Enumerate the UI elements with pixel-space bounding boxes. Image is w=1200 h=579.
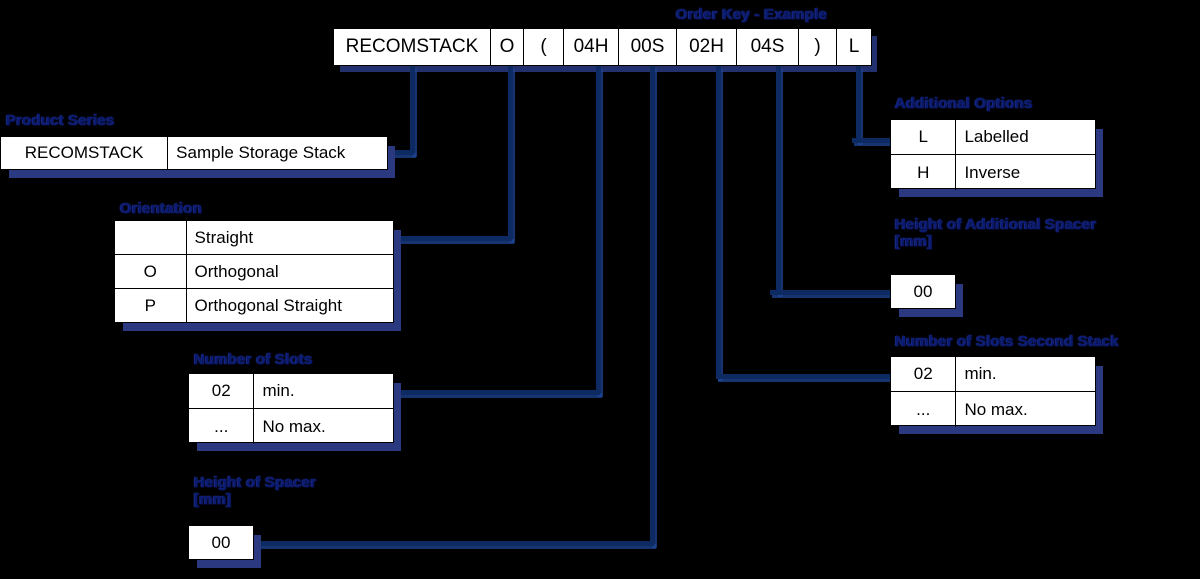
table-product-series: RECOMSTACK Sample Storage Stack <box>0 136 388 170</box>
cell-code: 00 <box>211 532 231 552</box>
connector-height-of-spacer-vertical <box>650 66 655 545</box>
table-row: ... No max. <box>189 409 393 444</box>
order-key-segment-open-paren[interactable]: ( <box>524 29 564 65</box>
cell-description: Labelled <box>964 127 1029 146</box>
cell-code: 02 <box>891 357 957 391</box>
order-key-strip: RECOMSTACK O ( 04H 00S 02H 04S ) L <box>333 28 872 66</box>
order-key-segment-additional-spacer-height[interactable]: 02H <box>677 29 737 65</box>
cell-description: min. <box>262 381 295 400</box>
connector-slots-second-stack-vertical <box>716 66 721 378</box>
connector-product-series-vertical <box>410 66 415 154</box>
order-key-segment-slots[interactable]: 00S <box>619 29 677 65</box>
table-row: RECOMSTACK Sample Storage Stack <box>1 137 387 169</box>
cell-description: Inverse <box>964 162 1021 182</box>
cell-code: 00 <box>913 281 933 301</box>
connector-additional-spacer-vertical <box>776 66 781 294</box>
caption-height-of-spacer: Height of Spacer [mm] <box>194 474 317 508</box>
cell-code: L <box>891 120 957 154</box>
connector-additional-options-horizontal <box>852 138 898 143</box>
table-row: ... No max. <box>891 392 1095 427</box>
cell-code: H <box>891 155 957 190</box>
cell-code: RECOMSTACK <box>1 137 169 169</box>
cell-code: ... <box>189 409 255 444</box>
cell-description: No max. <box>262 416 326 436</box>
cell-code: P <box>115 289 187 323</box>
caption-number-of-slots-second-stack: Number of Slots Second Stack <box>895 333 1119 350</box>
cell-description: Straight <box>194 227 254 247</box>
order-key-segment-additional-options[interactable]: L <box>848 36 860 57</box>
table-row: 00 <box>891 275 955 308</box>
table-row: P Orthogonal Straight <box>115 289 393 323</box>
table-row: L Labelled <box>891 120 1095 155</box>
order-key-segment-orientation[interactable]: O <box>491 29 524 65</box>
connector-product-series-horizontal <box>388 150 414 155</box>
connector-number-of-slots-vertical <box>596 66 601 394</box>
order-key-segment-product-series[interactable]: RECOMSTACK <box>334 29 491 65</box>
table-number-of-slots-second-stack: 02 min. ... No max. <box>890 356 1096 427</box>
cell-description: Orthogonal <box>194 261 279 281</box>
cell-description: min. <box>964 364 997 383</box>
cell-description: No max. <box>964 399 1028 419</box>
table-number-of-slots: 02 min. ... No max. <box>188 373 394 444</box>
connector-height-of-spacer-horizontal <box>252 541 654 546</box>
table-row: O Orthogonal <box>115 255 393 289</box>
connector-slots-second-stack-horizontal <box>716 374 896 379</box>
cell-description: Orthogonal Straight <box>194 296 342 315</box>
cell-code <box>115 221 187 254</box>
order-key-segment-slots-second-stack[interactable]: 04S <box>737 29 799 65</box>
caption-additional-options: Additional Options <box>895 95 1033 112</box>
table-row: Straight <box>115 221 393 255</box>
table-row: 02 min. <box>189 374 393 409</box>
table-height-of-spacer: 00 <box>188 525 254 560</box>
table-row: 02 min. <box>891 357 1095 392</box>
table-height-of-additional-spacer: 00 <box>890 274 956 309</box>
order-key-segment-close-paren[interactable]: ) <box>799 29 837 65</box>
connector-orientation-horizontal <box>394 236 512 241</box>
caption-number-of-slots: Number of Slots <box>194 351 313 368</box>
diagram-title: Order Key - Example <box>676 6 828 23</box>
cell-code: 02 <box>189 374 255 408</box>
connector-additional-options-vertical <box>856 66 861 142</box>
caption-product-series: Product Series <box>6 112 115 129</box>
table-row: H Inverse <box>891 155 1095 190</box>
table-orientation: Straight O Orthogonal P Orthogonal Strai… <box>114 220 394 323</box>
connector-number-of-slots-horizontal <box>394 390 600 395</box>
cell-code: ... <box>891 392 957 427</box>
caption-height-of-additional-spacer: Height of Additional Spacer [mm] <box>895 216 1097 250</box>
table-row: 00 <box>189 526 253 559</box>
table-additional-options: L Labelled H Inverse <box>890 119 1096 190</box>
cell-code: O <box>115 255 187 288</box>
connector-additional-spacer-horizontal <box>770 290 898 295</box>
order-key-segment-spacer-height[interactable]: 04H <box>564 29 619 65</box>
cell-description: Sample Storage Stack <box>176 143 346 162</box>
caption-orientation: Orientation <box>120 200 203 217</box>
connector-orientation-vertical <box>508 66 513 240</box>
